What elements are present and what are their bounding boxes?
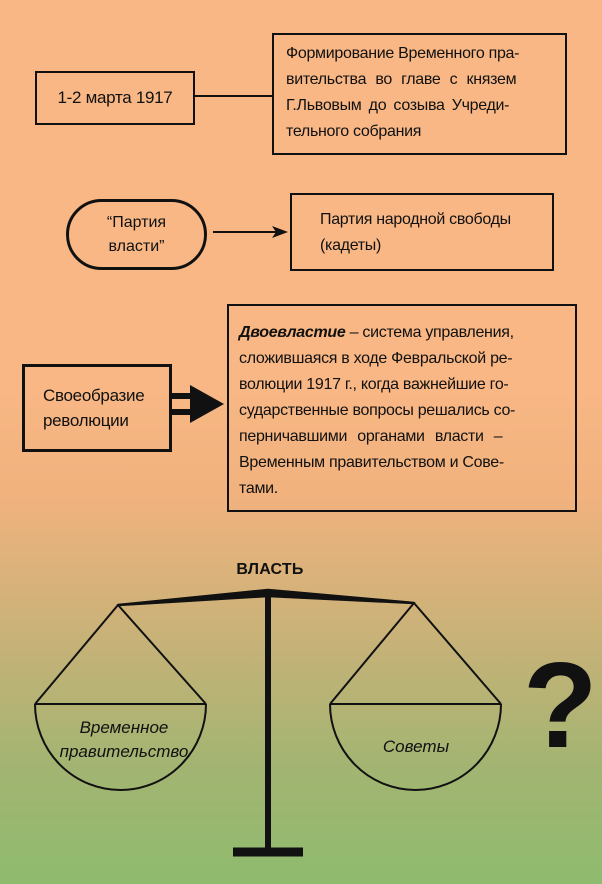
originality-line: Своеобразие: [43, 386, 145, 405]
left-pan-line: правительство: [59, 742, 189, 761]
government-line: вительства во главе с князем: [286, 71, 517, 88]
party-oval-line: “Партия: [106, 213, 167, 231]
dual-power-term: Двоевластие: [239, 324, 346, 341]
party-of-power-oval: “Партия власти”: [66, 199, 207, 270]
dual-power-line: Двоевластие – система управления,: [239, 320, 565, 346]
dual-power-first-line-rest: – система управления,: [345, 324, 514, 341]
kadets-line: Партия народной свободы: [320, 211, 511, 228]
left-pan: [34, 604, 207, 791]
dual-power-line: перничавшими органами власти –: [239, 428, 503, 445]
right-pan: [329, 602, 502, 791]
right-pan-label: Советы: [382, 737, 450, 756]
dual-power-line: Временным правительством и Сове-: [239, 454, 504, 471]
government-line: тельного собрания: [286, 123, 422, 140]
dual-power-line: сударственные вопросы решались со-: [239, 402, 516, 419]
revolution-originality-box: Своеобразие революции: [22, 364, 172, 452]
dual-power-box: Двоевластие – система управления, сложив…: [227, 304, 577, 512]
dual-power-line: тами.: [239, 480, 278, 497]
question-mark: ?: [523, 637, 598, 773]
originality-to-dual-power-arrow: [172, 385, 224, 423]
date-box: 1-2 марта 1917: [35, 71, 195, 125]
party-oval-line: власти”: [108, 237, 165, 255]
party-to-kadets-arrow: [213, 226, 288, 238]
date-text: 1-2 марта 1917: [57, 88, 173, 107]
government-line: Формирование Временного пра-: [286, 45, 520, 62]
kadets-box: Партия народной свободы (кадеты): [290, 193, 554, 271]
left-pan-line: Временное: [79, 718, 169, 737]
government-formation-box: Формирование Временного пра- вительства …: [272, 33, 567, 155]
kadets-line: (кадеты): [320, 237, 382, 254]
left-pan-label: Временное правительство: [40, 716, 208, 764]
dual-power-line: сложившаяся в ходе Февральской ре-: [239, 350, 513, 367]
originality-line: революции: [43, 411, 129, 430]
government-line: Г.Львовым до созыва Учреди-: [286, 97, 510, 114]
dual-power-line: волюции 1917 г., когда важнейшие го-: [239, 376, 509, 393]
scales-title: ВЛАСТЬ: [236, 561, 304, 578]
